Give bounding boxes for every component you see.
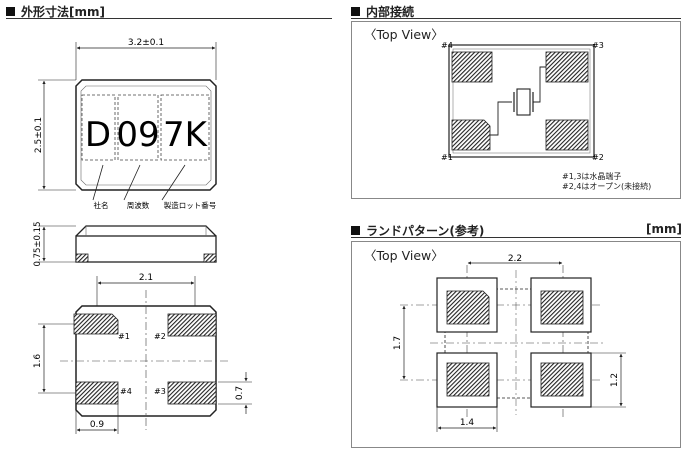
marking-box-company — [81, 94, 116, 161]
pad-1 — [73, 313, 119, 335]
internal-pad-1 — [451, 119, 491, 151]
pad-2 — [167, 313, 217, 337]
internal-top-view-label: 〈Top View〉 — [364, 27, 444, 42]
crystal-symbol — [516, 88, 531, 116]
package-top-view: D 09 7K 社名 周波数 製造ロット番号 3.2±0.1 2.5±0.1 — [34, 38, 217, 210]
pad-width-label: 0.9 — [90, 420, 105, 430]
legend-frequency: 周波数 — [127, 200, 150, 210]
pad-pitch-x-label: 2.1 — [139, 273, 153, 283]
land-title-rule — [351, 237, 681, 238]
dimensions-section-title: 外形寸法[mm] — [6, 3, 105, 20]
land-top-view-label: 〈Top View〉 — [364, 248, 444, 263]
marking-lot: 7K — [163, 115, 209, 155]
height-dim-label: 2.5±0.1 — [34, 117, 44, 153]
internal-pad-3 — [545, 51, 589, 83]
land-height-label: 1.2 — [610, 373, 620, 387]
internal-pad-4 — [451, 51, 493, 83]
land-section-title: ランドパターン(参考) — [351, 222, 484, 239]
internal-note-1: #1,3は水晶端子 — [562, 172, 622, 181]
marking-box-frequency — [117, 94, 159, 161]
land-pitch-y-label: 1.7 — [393, 336, 403, 350]
width-dim-label: 3.2±0.1 — [128, 38, 164, 48]
marking-frequency: 09 — [116, 115, 159, 155]
internal-pin-3-label: #3 — [592, 41, 604, 50]
bullet-square-icon — [351, 7, 360, 16]
internal-pad-2 — [545, 119, 589, 151]
legend-lot: 製造ロット番号 — [164, 200, 217, 210]
marking-company: D — [85, 115, 111, 155]
pad-4 — [75, 381, 119, 405]
pad-pitch-y-label: 1.6 — [33, 354, 43, 369]
internal-connection-diagram: #4 #3 #1 #2 — [441, 41, 604, 162]
land-pitch-x-label: 2.2 — [508, 254, 522, 264]
pad-1-label: #1 — [118, 332, 130, 341]
internal-pin-1-label: #1 — [441, 153, 453, 162]
bullet-square-icon — [351, 226, 360, 235]
land-unit-label: [mm] — [646, 222, 682, 236]
bullet-square-icon — [6, 7, 15, 16]
pad-height-label: 0.7 — [235, 386, 245, 400]
land-pattern-diagram: 2.2 1.7 1.2 1.4 — [393, 254, 626, 432]
marking-box-lot — [160, 94, 210, 161]
pad-4-label: #4 — [120, 387, 132, 396]
package-side-view: 0.75±0.15 — [33, 222, 217, 267]
legend-company: 社名 — [94, 200, 109, 210]
pad-3 — [167, 381, 217, 405]
internal-pin-4-label: #4 — [441, 41, 453, 50]
internal-section-title: 内部接続 — [351, 3, 414, 20]
dimensions-title-rule — [6, 18, 332, 19]
package-bottom-view: #1 #2 #3 #4 2.1 1.6 0.7 0.9 — [33, 273, 252, 434]
internal-pin-2-label: #2 — [592, 153, 604, 162]
pad-2-label: #2 — [154, 332, 166, 341]
internal-note-2: #2,4はオープン(未接続) — [562, 182, 652, 191]
pad-3-label: #3 — [154, 387, 166, 396]
land-width-label: 1.4 — [460, 418, 475, 428]
internal-title-rule — [351, 18, 681, 19]
thickness-dim-label: 0.75±0.15 — [33, 222, 43, 267]
